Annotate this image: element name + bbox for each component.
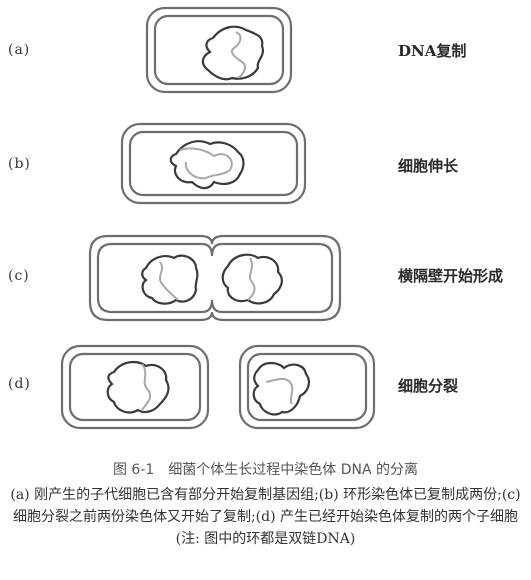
dna-loop-light [159, 261, 179, 301]
row-tag-c: (c) [8, 268, 30, 284]
dna-loop-dark [201, 25, 264, 81]
stage-label-c: 横隔壁开始形成 [398, 267, 504, 285]
dna-loop-light [179, 147, 233, 180]
row-tag-b: (b) [8, 156, 31, 172]
cell-c [88, 234, 342, 322]
dna-loop-light [247, 257, 256, 301]
stage-label-a: DNA复制 [398, 42, 467, 60]
dna-loop-dark [169, 140, 245, 190]
dna-loop-light [265, 377, 294, 405]
dna-loop-dark [252, 361, 310, 416]
diagram-canvas [60, 6, 376, 430]
dna-loop-dark [141, 254, 199, 305]
caption-text: (a) 刚产生的子代细胞已含有部分开始复制基因组;(b) 环形染色体已复制成两份… [10, 487, 521, 547]
row-tag-d: (d) [8, 376, 31, 392]
cell-d-left [60, 344, 210, 430]
bacterial-growth-diagram: (a) (b) (c) (d) DNA复制 细胞伸长 横隔壁开始形成 细胞分裂 [8, 6, 504, 430]
cell-d-right [238, 344, 376, 430]
cell-a [145, 6, 293, 94]
dna-loop-dark [106, 360, 170, 414]
stage-label-b: 细胞伸长 [398, 157, 459, 175]
dna-loop-dark [221, 253, 283, 305]
dna-loop-light [141, 363, 152, 411]
stage-label-d: 细胞分裂 [398, 377, 459, 395]
cell-b [120, 122, 307, 205]
caption-title: 图 6-1 细菌个体生长过程中染色体 DNA 的分离 [112, 462, 419, 478]
figure-caption: 图 6-1 细菌个体生长过程中染色体 DNA 的分离 (a) 刚产生的子代细胞已… [0, 460, 531, 550]
row-tag-a: (a) [8, 42, 31, 58]
dna-loop-light [230, 31, 246, 79]
